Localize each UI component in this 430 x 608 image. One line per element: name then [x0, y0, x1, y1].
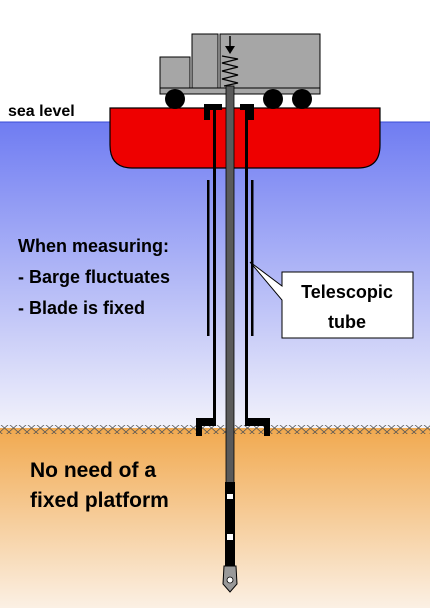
spring-coil: [221, 55, 239, 87]
probe-marker: [227, 494, 233, 499]
truck-chassis: [159, 87, 321, 95]
outer-casing-left: [213, 108, 216, 426]
callout-label-line1: Telescopic: [301, 282, 393, 302]
base-frame: [196, 418, 216, 436]
push-arrow-head: [225, 46, 235, 54]
blade-membrane: [226, 576, 234, 584]
measuring-heading: When measuring:: [18, 236, 169, 256]
platform-note-line1: No need of a: [30, 459, 156, 482]
callout-label-line2: tube: [328, 312, 366, 332]
sea-level-label: sea level: [8, 103, 75, 120]
truck-box: [191, 33, 219, 92]
truck: [159, 33, 321, 109]
truck-wheel: [165, 89, 185, 109]
deck-collar: [204, 104, 222, 120]
deck-collar: [240, 104, 254, 120]
truck-wheel: [292, 89, 312, 109]
bullet-barge-fluctuates: - Barge fluctuates: [18, 267, 170, 287]
truck-wheel: [263, 89, 283, 109]
telescopic-tube-callout: [249, 261, 414, 339]
base-frame: [245, 418, 270, 436]
seabed-surface-hatch: [0, 425, 430, 434]
probe: [225, 482, 235, 566]
truck-cab: [159, 56, 191, 92]
bullet-blade-fixed: - Blade is fixed: [18, 298, 145, 318]
telescopic-sleeve-left: [207, 180, 210, 336]
probe-marker: [227, 534, 233, 540]
outer-casing-right: [245, 108, 248, 426]
platform-note-line2: fixed platform: [30, 489, 169, 512]
seabed: [0, 428, 430, 608]
truck-container: [219, 33, 321, 92]
telescopic-sleeve-right: [251, 180, 254, 336]
